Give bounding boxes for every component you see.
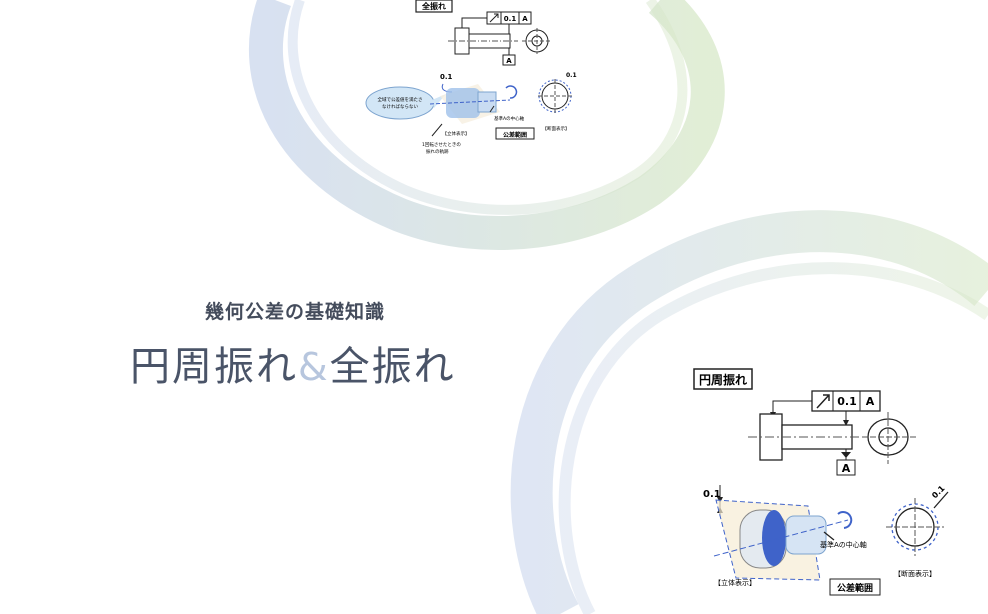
- fig-circ-axis: 基準Aの中心軸: [820, 540, 867, 549]
- fig-circ-header: 円周振れ: [699, 372, 747, 387]
- fig-total-axis: 基準Aの中心軸: [494, 115, 525, 122]
- fig-circ-datum-box: A: [842, 462, 851, 475]
- fig-total-rot-l2: 振れの軌跡: [426, 148, 449, 155]
- fig-total-dim: 0.1: [440, 73, 453, 81]
- fig-circ-datum: A: [866, 395, 875, 408]
- fig-circ-caption-zone: 公差範囲: [837, 582, 873, 594]
- fig-circ-caption-3d: 【立体表示】: [714, 578, 756, 587]
- fig-total-caption-section: 【断面表示】: [543, 125, 570, 132]
- rotation-icon-2: [837, 511, 853, 529]
- fig-total-rot-l1: 1回転させたときの: [422, 141, 461, 148]
- total-runout-icon: [489, 13, 499, 23]
- fig-circ-tol: 0.1: [837, 395, 857, 408]
- fig-circ-header-box: [693, 368, 753, 390]
- fig-total-tol: 0.1: [504, 15, 517, 23]
- ribbon-top: [249, 0, 725, 251]
- title-part1: 円周振れ: [130, 344, 298, 390]
- fig-total-caption-3d: 【立体表示】: [443, 130, 470, 137]
- ribbon-bottom: [510, 210, 988, 614]
- fig-total-cylinder: [446, 88, 480, 118]
- fig-total-section-dim: 0.1: [566, 72, 577, 79]
- fig-total-datum: A: [522, 15, 528, 23]
- title-part2: 全振れ: [329, 344, 456, 390]
- fig-total-caption-zone: 公差範囲: [503, 131, 527, 139]
- subtitle: 幾何公差の基礎知識: [205, 301, 386, 323]
- circular-runout-icon: [816, 394, 830, 409]
- ribbon-top-inner: [287, 0, 688, 215]
- fig-circ-caption-section: 【断面表示】: [894, 569, 936, 578]
- page-title: 円周振れ&全振れ: [130, 334, 456, 392]
- fig-circ-runout-section: [762, 510, 786, 566]
- fig-circ-section-dim: 0.1: [930, 484, 947, 501]
- fig-total-header-box: [415, 0, 453, 13]
- fig-total-header: 全振れ: [421, 1, 446, 11]
- title-ampersand: &: [298, 345, 330, 389]
- fig-total-bubble-l1: 全域で公差値を満たさ: [378, 96, 423, 103]
- fig-circ-dim: 0.1: [703, 489, 721, 500]
- fig-total-datum-box: A: [506, 57, 512, 65]
- rotation-icon: [505, 85, 518, 99]
- fig-total-bubble-l2: なければならない: [382, 103, 418, 110]
- ribbon-bottom-inner: [558, 262, 988, 614]
